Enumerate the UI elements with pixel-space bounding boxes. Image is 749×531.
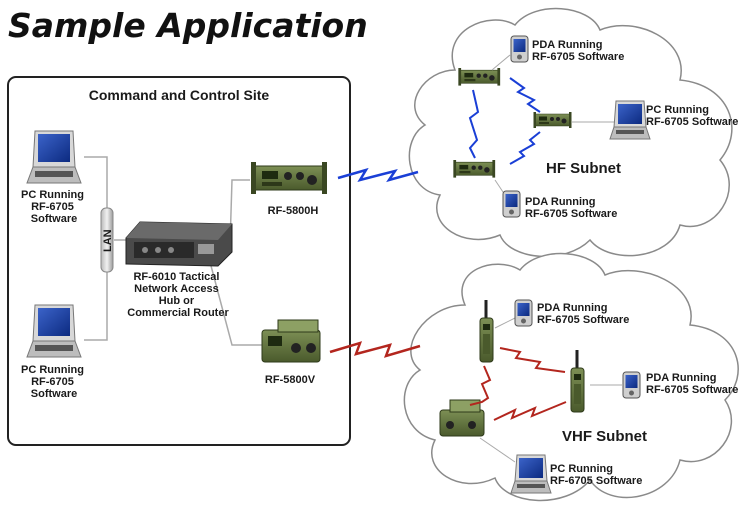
hf-pda-top-link [491,54,511,71]
hf-subnet-label: HF Subnet [546,160,621,177]
vhf-link-manpack-right [493,401,567,421]
vhf-link-left-manpack [469,365,492,406]
command-site-heading: Command and Control Site [89,87,270,103]
vhf-manpack-radio-icon [439,399,485,437]
pc-bottom-laptop-icon [26,304,82,358]
lan-bar [100,207,114,273]
hf-link-right-bottom [509,131,541,165]
rf5800v-radio-icon [261,319,321,363]
vhf-pda-right-icon [622,371,641,399]
hf-radio-right-icon [533,111,572,129]
vhf-subnet-label: VHF Subnet [562,428,647,445]
rf6010-hub-icon [125,221,233,267]
vhf-pc-bottom-laptop-icon [510,454,552,494]
hf-pc-right-laptop-icon [609,100,651,140]
rf5800h-label: RF-5800H [268,205,319,217]
vhf-pda-top-link [494,317,516,329]
vhf-pda-right-label: PDA Running RF-6705 Software [646,372,738,396]
rf5800v-label: RF-5800V [265,374,316,386]
vhf-pc-bottom-label: PC Running RF-6705 Software [550,463,642,487]
hf-pc-right-label: PC Running RF-6705 Software [646,104,738,128]
hub-link-rf5800v [209,261,262,346]
hf-radio-top-icon [458,67,501,86]
hf-link-site [337,167,419,183]
hf-pda-bottom-label: PDA Running RF-6705 Software [525,196,617,220]
hub-label: RF-6010 Tactical Network Access Hub or C… [127,271,229,319]
pc-top-laptop-icon [26,130,82,184]
hf-pda-top-label: PDA Running RF-6705 Software [532,39,624,63]
vhf-pda-top-label: PDA Running RF-6705 Software [537,302,629,326]
lan-link-pc-bottom [84,270,108,341]
vhf-link-left-right [499,347,566,373]
vhf-pda-top-icon [514,299,533,327]
hf-pda-bottom-icon [502,190,521,218]
vhf-link-site [329,341,421,358]
pc-bottom-label: PC Running RF-6705 Software [21,364,87,400]
lan-label: LAN [102,229,114,252]
hub-link-rf5800h [229,179,250,246]
lan-link-pc-top [84,156,108,210]
vhf-pc-bottom-link [479,437,516,463]
page-title: Sample Application [8,6,368,45]
pc-top-label: PC Running RF-6705 Software [21,189,87,225]
rf5800h-radio-icon [250,161,328,195]
hf-radio-bottom-icon [453,159,496,178]
hf-pda-top-icon [510,35,529,63]
hf-link-top-right [509,77,541,113]
hf-link-top-bottom [468,89,480,159]
